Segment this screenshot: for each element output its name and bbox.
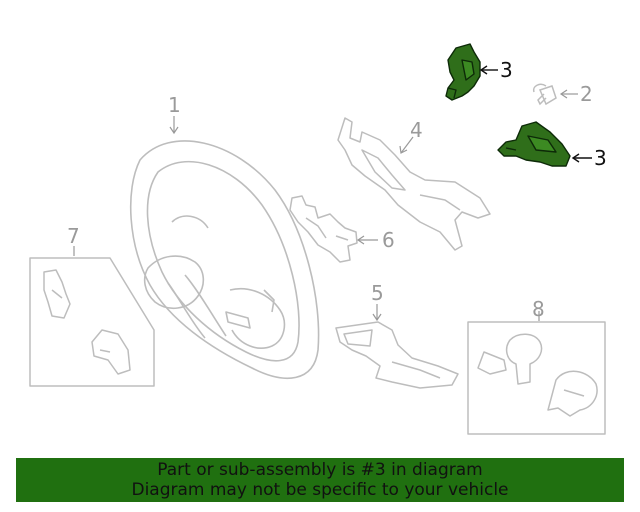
callout-3-lower: 3 bbox=[594, 146, 607, 170]
leader-lines-part-3 bbox=[479, 65, 592, 163]
callout-2: 2 bbox=[580, 82, 593, 106]
banner-line-1: Part or sub-assembly is #3 in diagram bbox=[157, 460, 483, 480]
callout-6: 6 bbox=[382, 228, 395, 252]
callout-1: 1 bbox=[168, 93, 181, 117]
lower-cover-part-5[interactable] bbox=[335, 321, 459, 389]
bracket-part-6[interactable] bbox=[289, 195, 358, 263]
screw-part-2[interactable] bbox=[532, 83, 557, 106]
switch-part-3-lower[interactable] bbox=[497, 121, 571, 167]
steering-wheel[interactable] bbox=[129, 140, 320, 380]
notice-banner: Part or sub-assembly is #3 in diagram Di… bbox=[16, 458, 624, 502]
banner-line-2: Diagram may not be specific to your vehi… bbox=[131, 480, 509, 500]
callout-7: 7 bbox=[67, 224, 80, 248]
callout-4: 4 bbox=[410, 118, 423, 142]
callout-5: 5 bbox=[371, 281, 384, 305]
part-8-box[interactable] bbox=[467, 321, 606, 435]
callout-8: 8 bbox=[532, 297, 545, 321]
switch-part-3-upper[interactable] bbox=[445, 43, 481, 101]
part-7-box[interactable] bbox=[29, 257, 155, 387]
leader-lines bbox=[73, 89, 578, 322]
callout-3-upper: 3 bbox=[500, 58, 513, 82]
trim-cover-part-4[interactable] bbox=[337, 117, 491, 251]
